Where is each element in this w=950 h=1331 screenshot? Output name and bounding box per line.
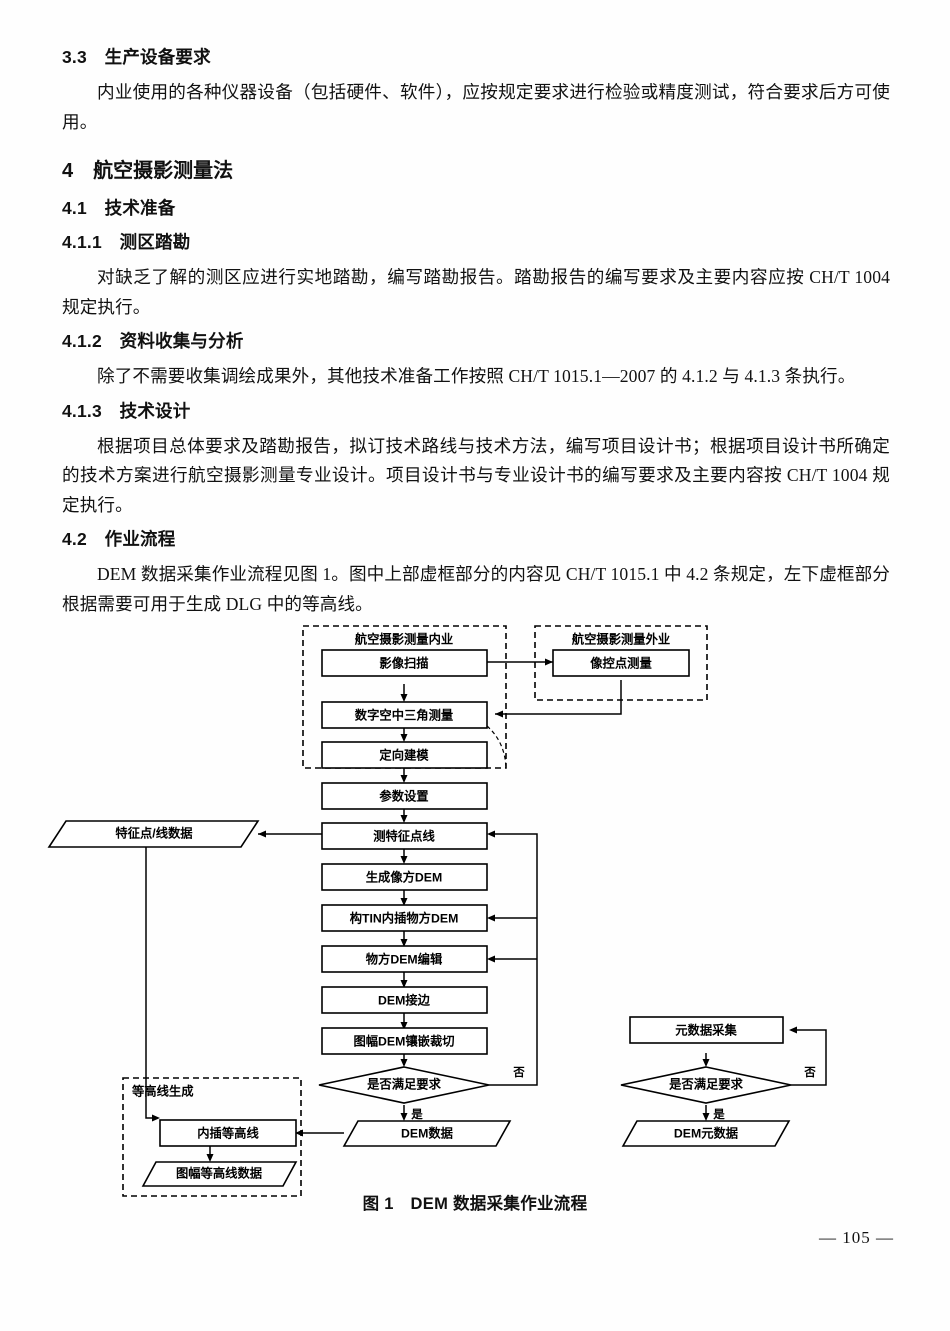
node-metadata-collect [629,1016,784,1044]
node-label-aerotriangulation: 数字空中三角测量 [355,707,453,722]
edge-metadata-feedback [791,1029,827,1086]
node-label-interpolate-contour: 内插等高线 [197,1125,259,1140]
node-label-control-point-survey: 像控点测量 [590,655,652,670]
node-decision-metadata [620,1066,792,1104]
node-generate-image-dem [321,863,488,891]
node-label-sheet-contour-data: 图幅等高线数据 [176,1165,263,1180]
group-box-inner [302,625,507,769]
group-box-contour [122,1077,302,1197]
paragraph-4-1-2: 除了不需要收集调绘成果外，其他技术准备工作按照 CH/T 1015.1—2007… [97,366,856,386]
edge-control-to-aerotri [495,680,622,715]
edge-label-yes-left: 是 [410,1108,423,1121]
node-parameter-setting [321,782,488,810]
node-label-dem-edge-match: DEM接边 [378,992,431,1007]
edge-label-no-left: 否 [512,1066,525,1079]
heading-4-1-1: 4.1.1 测区踏勘 [62,232,191,252]
node-dem-data [342,1120,512,1147]
edge-label-no-right: 否 [803,1066,816,1079]
node-label-dem-mosaic-clip: 图幅DEM镶嵌裁切 [353,1033,454,1048]
node-label-decision-dem: 是否满足要求 [366,1076,441,1091]
node-dem-mosaic-clip [321,1027,488,1055]
decoration-leader [486,725,507,769]
node-feature-data [47,820,260,848]
node-dem-metadata [621,1120,791,1147]
heading-4-1-2: 4.1.2 资料收集与分析 [62,331,244,351]
node-label-parameter-setting: 参数设置 [378,788,428,803]
figure-dem-workflow: 航空摄影测量内业 航空摄影测量外业 等高线生成 [0,618,950,1218]
node-decision-dem [318,1066,490,1104]
node-label-generate-image-dem: 生成像方DEM [366,869,443,884]
figure-caption: 图 1 DEM 数据采集作业流程 [362,1195,588,1213]
node-label-dem-metadata: DEM元数据 [674,1125,739,1140]
page-number: — 105 — [819,1228,894,1247]
group-label-inner: 航空摄影测量内业 [355,631,453,646]
node-orientation-modeling [321,741,488,769]
node-label-dem-data: DEM数据 [401,1125,454,1140]
node-label-image-scan: 影像扫描 [379,655,428,670]
group-label-outer: 航空摄影测量外业 [572,631,670,646]
node-sheet-contour-data [141,1161,298,1187]
paragraph-4-2: DEM 数据采集作业流程见图 1。图中上部虚框部分的内容见 CH/T 1015.… [62,564,890,614]
group-label-contour: 等高线生成 [131,1083,194,1098]
node-control-point-survey [552,649,690,677]
node-label-decision-metadata: 是否满足要求 [668,1076,743,1091]
node-label-measure-feature-points: 测特征点线 [373,828,435,843]
heading-4-1: 4.1 技术准备 [62,198,176,218]
heading-4-2: 4.2 作业流程 [62,529,176,549]
node-label-orientation-modeling: 定向建模 [379,747,429,762]
node-label-metadata-collect: 元数据采集 [675,1022,737,1037]
heading-3-3: 3.3 生产设备要求 [62,47,211,67]
node-interpolate-contour [159,1119,297,1147]
node-dem-edge-match [321,986,488,1014]
node-tin-interpolate-object-dem [321,904,488,932]
node-image-scan [321,649,488,677]
edge-label-yes-right: 是 [712,1108,725,1121]
node-aerotriangulation [321,701,488,729]
body-text: 3.3 生产设备要求 内业使用的各种仪器设备（包括硬件、软件），应按规定要求进行… [62,44,890,625]
paragraph-4-1-3: 根据项目总体要求及踏勘报告，拟订技术路线与技术方法，编写项目设计书；根据项目设计… [62,435,890,515]
node-object-dem-edit [321,945,488,973]
node-label-tin-interpolate-object-dem: 构TIN内插物方DEM [350,910,459,925]
node-measure-feature-points [321,822,488,850]
paragraph-4-1-1: 对缺乏了解的测区应进行实地踏勘，编写踏勘报告。踏勘报告的编写要求及主要内容应按 … [62,267,890,317]
heading-4-1-3: 4.1.3 技术设计 [62,400,191,421]
node-label-feature-data: 特征点/线数据 [115,825,193,840]
heading-4: 4 航空摄影测量法 [62,160,234,182]
node-label-object-dem-edit: 物方DEM编辑 [366,951,443,966]
paragraph-3-3: 内业使用的各种仪器设备（包括硬件、软件），应按规定要求进行检验或精度测试，符合要… [62,82,890,132]
